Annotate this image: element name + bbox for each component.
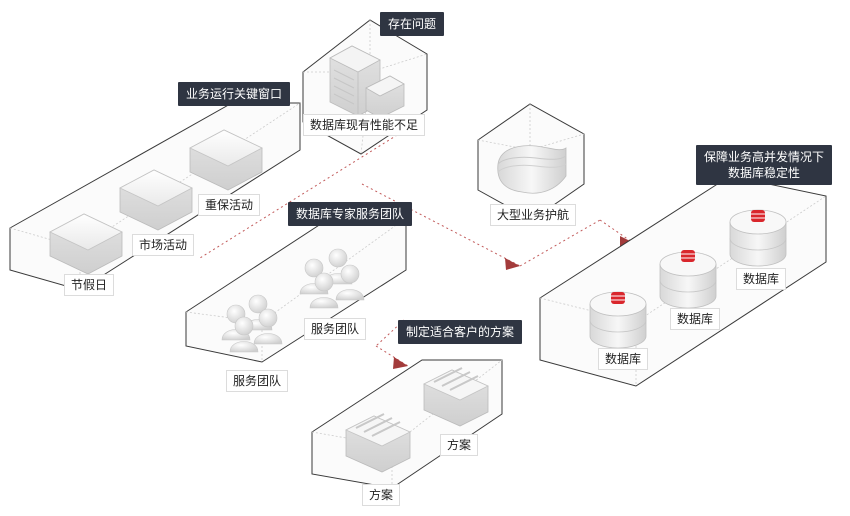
plan-tag: 制定适合客户的方案: [398, 320, 523, 344]
box-cluster-icon: [345, 367, 489, 473]
platform-block-icon: [49, 129, 263, 275]
team-item-label: 服务团队: [226, 370, 289, 392]
goal-tag: 保障业务高并发情况下 数据库稳定性: [696, 145, 833, 185]
server-tower-icon: [329, 45, 405, 119]
goal-group: [539, 175, 827, 387]
goal-item-label: 数据库: [670, 308, 721, 330]
window-item-label: 重保活动: [198, 194, 261, 216]
goal-tag-line1: 保障业务高并发情况下: [704, 150, 825, 164]
plan-item-label: 方案: [362, 484, 401, 506]
window-tag: 业务运行关键窗口: [178, 82, 291, 106]
plan-item-label: 方案: [440, 434, 479, 456]
person-group-icon: [221, 248, 365, 353]
problem-label: 数据库现有性能不足: [303, 114, 426, 136]
goal-tag-line2: 数据库稳定性: [728, 166, 801, 180]
database-stack-icon: [589, 209, 787, 349]
team-tag: 数据库专家服务团队: [288, 202, 413, 226]
plan-group: [311, 359, 503, 489]
goal-item-label: 数据库: [598, 348, 649, 370]
problem-tag: 存在问题: [380, 12, 445, 36]
window-item-label: 节假日: [64, 274, 115, 296]
escort-group: [477, 103, 585, 221]
window-item-label: 市场活动: [132, 234, 195, 256]
shield-icon: [497, 145, 567, 194]
team-group: [185, 217, 407, 363]
team-item-label: 服务团队: [304, 318, 367, 340]
goal-item-label: 数据库: [736, 268, 787, 290]
escort-label: 大型业务护航: [490, 204, 577, 226]
